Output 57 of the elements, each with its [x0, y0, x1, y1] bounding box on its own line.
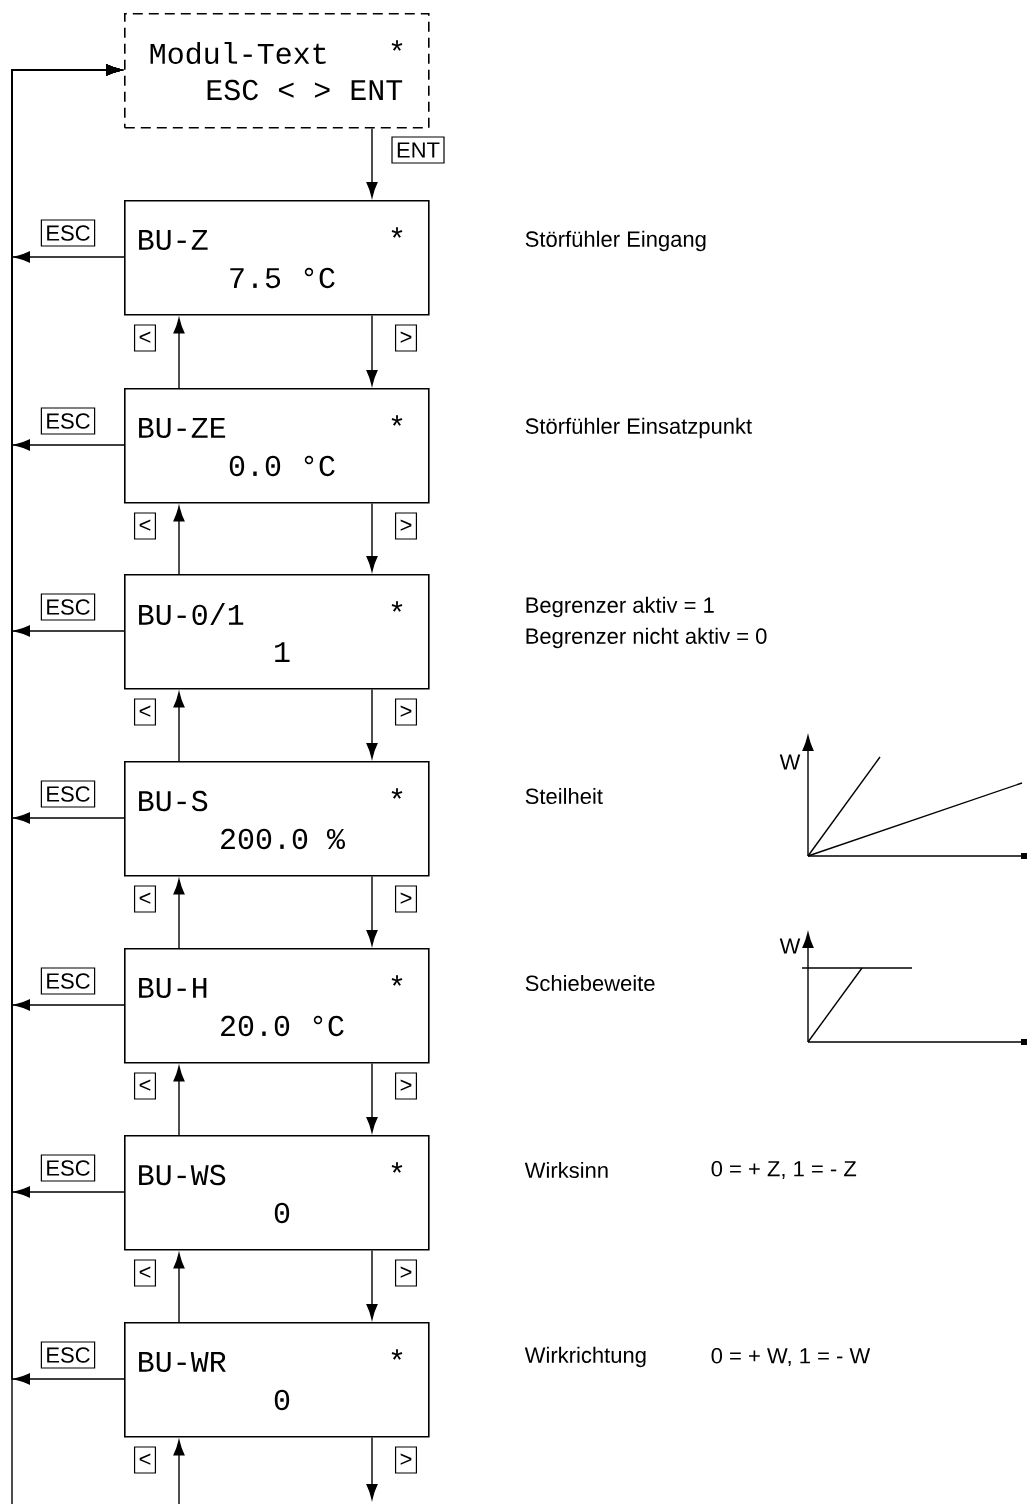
description-text: Steilheit	[525, 787, 603, 805]
display-box: BU-Z * 7.5 °C	[124, 200, 430, 316]
display-box: BU-H * 20.0 °C	[124, 948, 430, 1064]
key-label: >	[394, 885, 418, 913]
display-box: BU-WR * 0	[124, 1322, 430, 1438]
arrow	[173, 506, 185, 575]
arrow	[366, 127, 378, 198]
key-label: <	[134, 512, 156, 540]
value-text: 0 = + W, 1 = - W	[711, 1347, 871, 1367]
arrow	[366, 502, 378, 572]
arrow	[366, 314, 378, 386]
description-text: Wirkrichtung	[524, 1346, 646, 1368]
key-label: <	[134, 698, 156, 726]
key-label: <	[134, 1446, 156, 1474]
description-text: Störfühler Einsatzpunkt	[525, 417, 752, 439]
key-label: <	[134, 885, 156, 913]
arrow	[173, 318, 185, 389]
key-label: >	[394, 324, 418, 352]
key-label: >	[394, 1072, 418, 1100]
key-label: ESC	[40, 967, 96, 995]
key-label: >	[394, 512, 418, 540]
display-box: BU-S * 200.0 %	[124, 761, 430, 877]
value-text: 0 = + Z, 1 = - Z	[711, 1160, 857, 1180]
axis-label: W	[779, 938, 801, 954]
key-label: >	[394, 698, 418, 726]
arrow	[366, 1249, 378, 1320]
key-label: ESC	[40, 1341, 96, 1369]
key-label: ESC	[40, 780, 96, 808]
display-box: BU-ZE * 0.0 °C	[124, 388, 430, 504]
arrow	[173, 1440, 185, 1504]
key-label: ESC	[40, 219, 96, 247]
key-label: ESC	[40, 407, 96, 435]
axis-label: W	[779, 754, 801, 770]
description-text: Begrenzer aktiv = 1	[526, 596, 714, 618]
key-label: <	[134, 324, 156, 352]
arrow	[366, 1062, 378, 1133]
arrow	[366, 1436, 378, 1500]
key-label: >	[394, 1259, 418, 1287]
key-label: <	[134, 1259, 156, 1287]
description-text: Begrenzer nicht aktiv = 0	[526, 627, 767, 649]
key-label: ESC	[40, 593, 96, 621]
description-text: Störfühler Eingang	[525, 230, 706, 252]
arrow	[173, 1253, 185, 1323]
display-box: BU-0/1 * 1	[124, 574, 430, 690]
arrow	[366, 875, 378, 946]
display-box: Modul-Text * ESC < > ENT	[124, 13, 430, 129]
arrow	[173, 1066, 185, 1136]
description-text: Schiebeweite	[525, 974, 655, 992]
key-label: >	[394, 1446, 418, 1474]
key-label: ESC	[40, 1154, 96, 1182]
arrow	[173, 692, 185, 762]
key-label: <	[134, 1072, 156, 1100]
key-label: ENT	[391, 136, 445, 164]
arrow	[173, 879, 185, 949]
arrow	[366, 688, 378, 759]
description-text: Wirksinn	[524, 1161, 608, 1179]
display-box: BU-WS * 0	[124, 1135, 430, 1251]
